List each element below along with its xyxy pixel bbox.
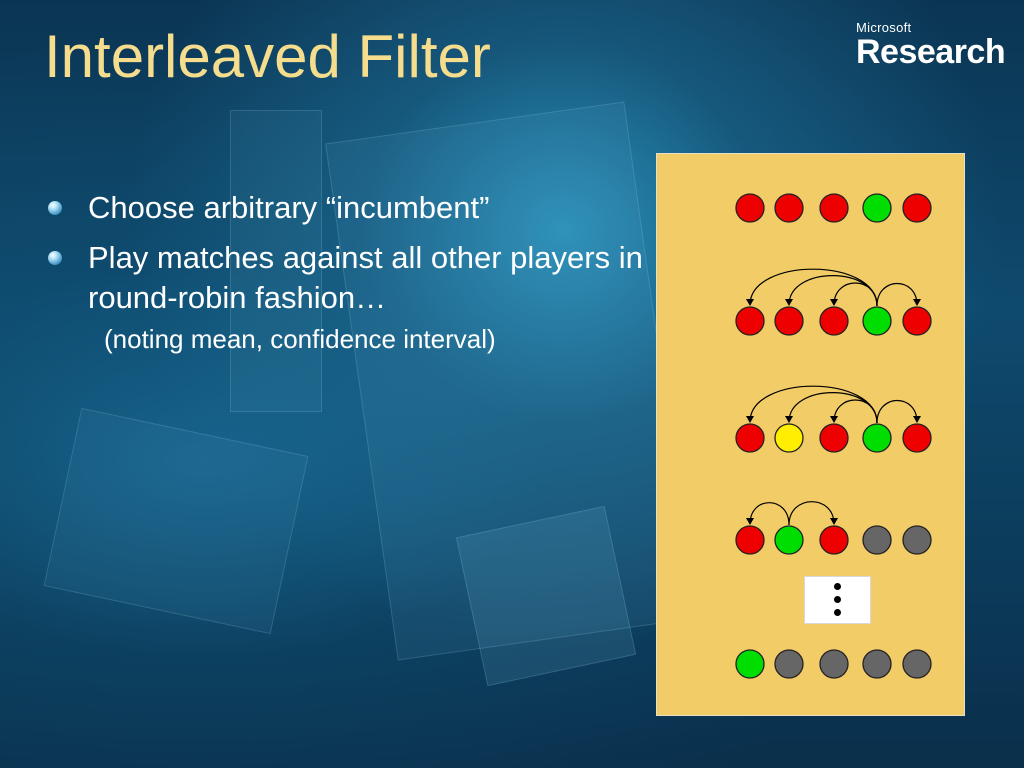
bullet-icon bbox=[48, 251, 62, 265]
tournament-diagram bbox=[656, 153, 965, 716]
background-shape bbox=[230, 110, 322, 412]
match-arc bbox=[788, 501, 838, 526]
logo-small-text: Microsoft bbox=[856, 20, 912, 35]
player-node-green bbox=[862, 193, 892, 223]
match-arc bbox=[746, 268, 878, 307]
player-node-gray bbox=[819, 649, 849, 679]
background-shape bbox=[43, 407, 309, 635]
player-node-red bbox=[774, 306, 804, 336]
match-arc bbox=[785, 392, 878, 424]
diagram-canvas bbox=[735, 193, 932, 679]
player-node-gray bbox=[862, 525, 892, 555]
match-arc bbox=[876, 399, 921, 424]
sub-bullet-item: (noting mean, confidence interval) bbox=[46, 322, 666, 356]
player-node-red bbox=[735, 423, 765, 453]
slide-title: Interleaved Filter bbox=[44, 23, 491, 90]
match-arc bbox=[785, 275, 878, 307]
player-node-red bbox=[819, 423, 849, 453]
player-node-green bbox=[735, 649, 765, 679]
microsoft-research-logo: Microsoft Research bbox=[856, 20, 1006, 72]
bullet-text: Choose arbitrary “incumbent” bbox=[88, 190, 490, 225]
bullet-item: Play matches against all other players i… bbox=[46, 238, 666, 318]
bullet-item: Choose arbitrary “incumbent” bbox=[46, 188, 666, 228]
player-node-red bbox=[735, 193, 765, 223]
player-node-red bbox=[819, 193, 849, 223]
player-node-red bbox=[735, 525, 765, 555]
player-node-green bbox=[862, 306, 892, 336]
player-node-red bbox=[819, 525, 849, 555]
player-node-gray bbox=[862, 649, 892, 679]
match-arc bbox=[746, 385, 878, 424]
match-arc bbox=[830, 399, 878, 424]
player-node-red bbox=[819, 306, 849, 336]
background-shape bbox=[455, 505, 637, 687]
player-node-gray bbox=[902, 649, 932, 679]
bullet-icon bbox=[48, 201, 62, 215]
player-node-gray bbox=[902, 525, 932, 555]
match-arc bbox=[830, 282, 878, 307]
player-node-green bbox=[774, 525, 804, 555]
match-arc bbox=[746, 502, 790, 526]
match-arc bbox=[876, 282, 921, 307]
player-node-green bbox=[862, 423, 892, 453]
player-node-red bbox=[902, 423, 932, 453]
logo-big-text: Research bbox=[856, 33, 1006, 71]
sub-bullet-text: (noting mean, confidence interval) bbox=[104, 324, 496, 354]
player-node-red bbox=[774, 193, 804, 223]
player-node-red bbox=[902, 306, 932, 336]
player-node-gray bbox=[774, 649, 804, 679]
player-node-yellow bbox=[774, 423, 804, 453]
vertical-ellipsis-icon bbox=[804, 576, 871, 624]
bullet-list: Choose arbitrary “incumbent” Play matche… bbox=[46, 188, 666, 366]
player-node-red bbox=[735, 306, 765, 336]
bullet-text: Play matches against all other players i… bbox=[88, 240, 643, 315]
player-node-red bbox=[902, 193, 932, 223]
